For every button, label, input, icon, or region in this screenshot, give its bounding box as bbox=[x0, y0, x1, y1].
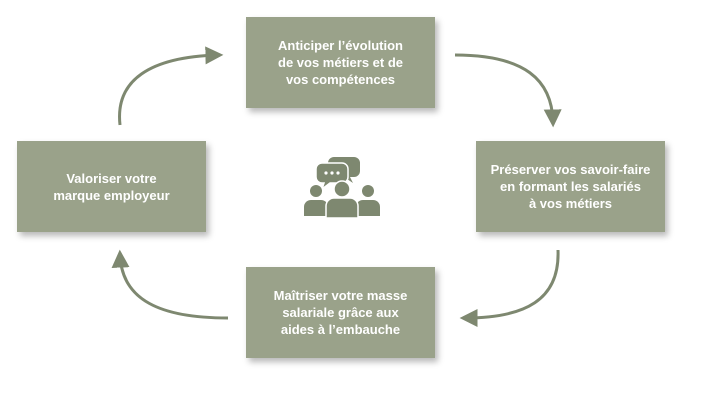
arrow-right-to-bottom bbox=[459, 249, 560, 327]
step-box-preserver: Préserver vos savoir-faire en formant le… bbox=[476, 141, 665, 232]
arrow-top-to-right bbox=[454, 53, 562, 128]
step-box-anticiper: Anticiper l’évolution de vos métiers et … bbox=[246, 17, 435, 108]
step-box-maitriser: Maîtriser votre masse salariale grâce au… bbox=[246, 267, 435, 358]
step-text-preserver: Préserver vos savoir-faire en formant le… bbox=[490, 162, 651, 211]
arrow-left-to-top bbox=[118, 46, 224, 126]
group-chat-icon bbox=[304, 157, 380, 219]
arrow-bottom-to-left bbox=[111, 249, 229, 320]
step-text-anticiper: Anticiper l’évolution de vos métiers et … bbox=[278, 38, 403, 87]
step-text-valoriser: Valoriser votre marque employeur bbox=[53, 170, 170, 203]
step-box-valoriser: Valoriser votre marque employeur bbox=[17, 141, 206, 232]
step-text-maitriser: Maîtriser votre masse salariale grâce au… bbox=[273, 288, 408, 337]
